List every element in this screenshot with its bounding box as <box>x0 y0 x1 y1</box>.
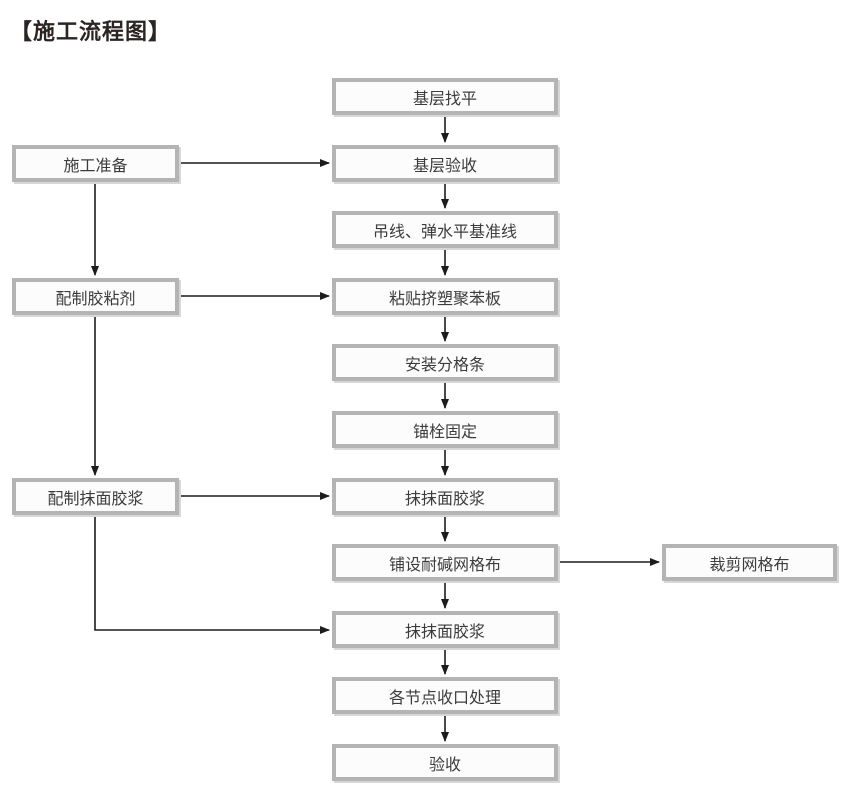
flow-node-label: 基层找平 <box>412 90 477 108</box>
flow-node-label: 验收 <box>428 756 461 774</box>
flow-node-label: 裁剪网格布 <box>709 556 790 574</box>
side-to-main-arrows <box>181 159 330 500</box>
flow-node-prepare-adhesive: 配制胶粘剂 <box>12 278 179 315</box>
flow-node-label: 吊线、弹水平基准线 <box>372 223 517 241</box>
elbow-connector <box>94 517 330 634</box>
flow-node-install-strips: 安装分格条 <box>332 344 558 381</box>
flow-node-label: 配制抹面胶浆 <box>47 490 144 508</box>
flow-node-apply-mortar-1: 抹抹面胶浆 <box>332 478 558 515</box>
flow-node-paste-board: 粘贴挤塑聚苯板 <box>332 278 558 315</box>
flow-node-label: 各节点收口处理 <box>388 689 501 707</box>
page-title: 【施工流程图】 <box>10 19 172 44</box>
flow-node-label: 抹抹面胶浆 <box>404 623 485 641</box>
flow-node-label: 基层验收 <box>412 157 477 175</box>
flow-node-label: 安装分格条 <box>404 356 485 374</box>
flow-node-base-acceptance: 基层验收 <box>332 145 558 182</box>
flow-node-cut-mesh: 裁剪网格布 <box>662 544 837 581</box>
flow-node-label: 抹抹面胶浆 <box>404 490 485 508</box>
flow-node-label: 锚栓固定 <box>412 423 477 441</box>
flow-node-final-acceptance: 验收 <box>332 744 558 781</box>
flow-node-anchor-fixing: 锚栓固定 <box>332 411 558 448</box>
flow-node-lay-mesh: 铺设耐碱网格布 <box>332 544 558 581</box>
flow-node-base-leveling: 基层找平 <box>332 78 558 115</box>
flow-node-construction-prep: 施工准备 <box>12 145 179 182</box>
flow-node-label: 粘贴挤塑聚苯板 <box>388 290 501 308</box>
flow-node-label: 配制胶粘剂 <box>55 290 136 308</box>
flow-node-label: 铺设耐碱网格布 <box>388 556 501 574</box>
flow-node-label: 施工准备 <box>63 157 128 175</box>
flow-node-joint-treatment: 各节点收口处理 <box>332 677 558 714</box>
flow-node-prepare-mortar: 配制抹面胶浆 <box>12 478 179 515</box>
flow-node-apply-mortar-2: 抹抹面胶浆 <box>332 611 558 648</box>
flow-node-hang-line: 吊线、弹水平基准线 <box>332 211 558 248</box>
